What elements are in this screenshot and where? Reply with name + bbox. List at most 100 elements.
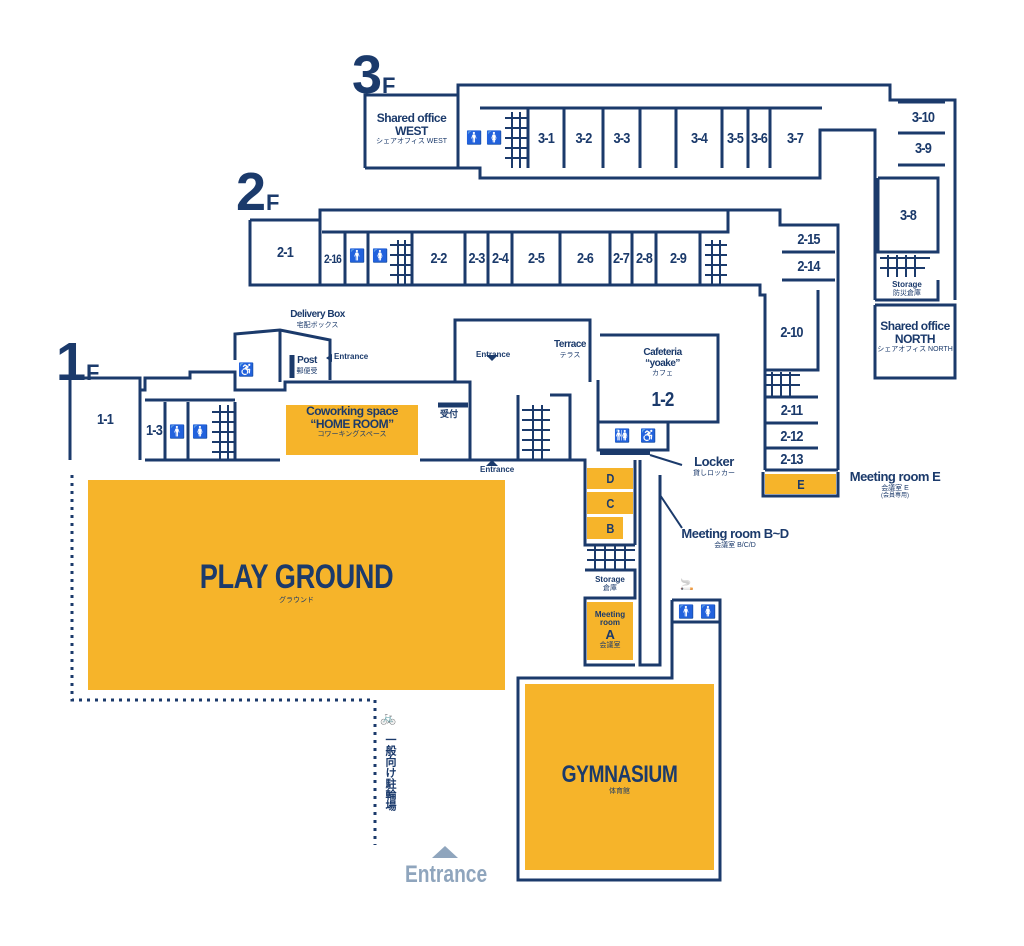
- room-3-7[interactable]: 3-7: [787, 129, 804, 147]
- label-en: Storage: [595, 575, 625, 584]
- room-2-14[interactable]: 2-14: [797, 258, 820, 275]
- room-3-6[interactable]: 3-6: [751, 129, 768, 147]
- room-2-7[interactable]: 2-7: [613, 250, 630, 267]
- accessible-icon: ♿: [238, 362, 255, 377]
- room-2-1[interactable]: 2-1: [277, 244, 294, 261]
- meeting-room-e[interactable]: [765, 474, 836, 494]
- room-2-16[interactable]: 2-16: [323, 251, 342, 266]
- main-entrance-label[interactable]: Entrance: [405, 861, 488, 888]
- floor-1-label: 1F: [56, 335, 100, 389]
- meeting-room-b[interactable]: [587, 517, 623, 539]
- smoking-area-icon: 🚬: [680, 579, 694, 591]
- label-jp: 宅配ボックス: [296, 321, 339, 329]
- label-en: GYMNASIUM: [561, 761, 678, 788]
- label-en: “HOME ROOM”: [310, 416, 394, 431]
- label-en: Meeting room: [594, 610, 626, 628]
- floor-suffix: F: [382, 73, 396, 98]
- floor-2-label: 2F: [236, 165, 280, 219]
- label-jp: 貸しロッカー: [693, 469, 735, 477]
- floor-suffix: F: [266, 190, 280, 215]
- label-en: Shared office: [376, 111, 447, 125]
- meeting-room-d[interactable]: [587, 468, 633, 489]
- room-1-2[interactable]: 1-2: [651, 388, 674, 411]
- label-en: Terrace: [554, 339, 586, 350]
- meeting-room-a[interactable]: [587, 602, 633, 660]
- room-3-10[interactable]: 3-10: [911, 109, 935, 126]
- label-en: Post: [297, 355, 317, 366]
- room-3-3[interactable]: 3-3: [613, 129, 631, 147]
- coworking-area: [286, 405, 418, 455]
- accessible-icon: ♿: [640, 428, 657, 443]
- toilets-icon: 🚻: [614, 428, 631, 443]
- room-2-11[interactable]: 2-11: [780, 402, 803, 419]
- room-3-8[interactable]: 3-8: [900, 206, 917, 224]
- gymnasium-area: [525, 684, 714, 870]
- label-jp: シェアオフィス WEST: [375, 138, 448, 146]
- coworking-label[interactable]: Coworking space“HOME ROOM”コワーキングスペース: [286, 405, 418, 439]
- womens-toilet-icon: 🚺: [372, 248, 389, 263]
- meeting-room-c[interactable]: [587, 492, 633, 514]
- room-1-1[interactable]: 1-1: [97, 410, 114, 428]
- label-jp: グラウンド: [279, 596, 314, 604]
- meeting-room-b-label: B: [606, 520, 614, 536]
- room-3-5[interactable]: 3-5: [727, 129, 744, 147]
- room-2-6[interactable]: 2-6: [577, 250, 594, 267]
- room-2-10[interactable]: 2-10: [780, 324, 803, 341]
- bicycle-icon: 🚲: [380, 710, 397, 725]
- label-en: “yoake”: [645, 357, 680, 369]
- room-2-13[interactable]: 2-13: [780, 451, 803, 468]
- label-en: WEST: [395, 123, 428, 138]
- label-jp: 体育館: [609, 788, 630, 796]
- room-2-12[interactable]: 2-12: [780, 427, 803, 445]
- mens-toilet-icon: 🚹: [678, 604, 695, 619]
- label-jp: 会議室: [599, 642, 621, 650]
- room-3-1[interactable]: 3-1: [538, 129, 555, 147]
- womens-toilet-icon: 🚺: [192, 424, 209, 439]
- room-2-3[interactable]: 2-3: [468, 250, 486, 267]
- entrance-north-label: Entrance: [476, 350, 511, 359]
- room-2-2[interactable]: 2-2: [430, 250, 448, 267]
- floor-number: 3: [352, 45, 383, 105]
- room-2-9[interactable]: 2-9: [670, 250, 687, 267]
- room-2-5[interactable]: 2-5: [528, 250, 545, 267]
- room-2-8[interactable]: 2-8: [636, 250, 653, 267]
- label-en: NORTH: [894, 331, 936, 346]
- room-2-15[interactable]: 2-15: [797, 230, 820, 248]
- floor-number: 1: [56, 332, 87, 392]
- label-jp: 防災倉庫: [893, 290, 921, 298]
- label-en: Storage: [892, 280, 922, 289]
- room-3-9[interactable]: 3-9: [915, 140, 932, 157]
- label-jp: テラス: [559, 351, 581, 359]
- meeting-room-e-label: E: [797, 476, 804, 492]
- label-en: PLAY GROUND: [199, 558, 394, 596]
- label-jp: 郵便受: [296, 367, 318, 375]
- label-jp: シェアオフィス NORTH: [877, 346, 953, 354]
- room-2-4[interactable]: 2-4: [492, 250, 509, 267]
- room-3-2[interactable]: 3-2: [575, 129, 593, 147]
- floor-suffix: F: [86, 360, 100, 385]
- cafeteria-label[interactable]: Cafeteria“yoake”カフェ: [635, 347, 690, 377]
- label-en: Locker: [694, 454, 734, 469]
- entrance-south-label: Entrance: [480, 465, 515, 474]
- label-note: (会員専用): [881, 492, 909, 499]
- womens-toilet-icon: 🚺: [486, 130, 503, 145]
- label-en: Meeting room B~D: [681, 526, 789, 541]
- room-3-4[interactable]: 3-4: [691, 129, 708, 147]
- room-1-3[interactable]: 1-3: [146, 421, 163, 439]
- label-en: Coworking space: [306, 404, 398, 418]
- label-en: Delivery Box: [290, 309, 345, 320]
- mens-toilet-icon: 🚹: [466, 130, 483, 145]
- label-en: Meeting room E: [849, 469, 941, 484]
